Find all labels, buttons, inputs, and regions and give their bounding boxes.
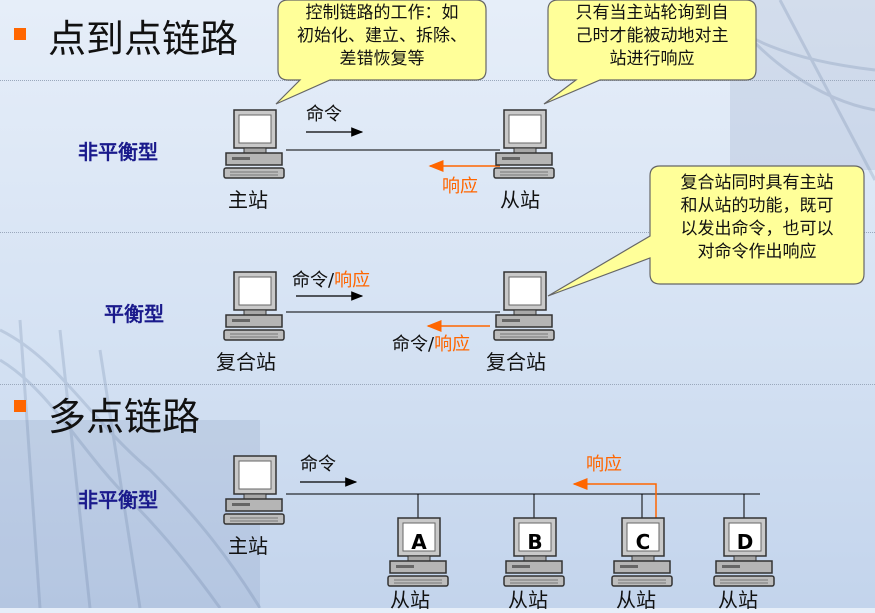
bullet-square	[14, 28, 26, 40]
arrow-label-command-response: 命令/响应	[292, 270, 371, 291]
arrow-response	[572, 478, 657, 520]
callout-text-secondary-note: 只有当主站轮询到自 己时才能被动地对主 站进行响应	[575, 3, 729, 69]
arrow-label-response: 响应	[586, 454, 622, 475]
arrow-label-response: 响应	[442, 176, 478, 197]
type-label-balanced: 平衡型	[104, 302, 164, 326]
station-letter-d: D	[736, 530, 754, 554]
callout-bubble	[275, 0, 487, 105]
station-label-combined: 复合站	[216, 350, 276, 374]
section-heading-p2p: 点到点链路	[48, 17, 239, 61]
station-letter-c: C	[635, 530, 651, 554]
dotted-guide	[0, 384, 875, 385]
station-label-primary: 主站	[228, 188, 268, 212]
callout-bubble	[547, 165, 865, 297]
arrow-label-command: 命令	[306, 104, 342, 125]
callout-text-combined-note: 复合站同时具有主站 和从站的功能，既可 以发出命令，也可以 对命令作出响应	[680, 173, 834, 262]
type-label-unbalanced: 非平衡型	[78, 140, 158, 164]
callout-text-link-control: 控制链路的工作：如 初始化、建立、拆除、 差错恢复等	[297, 3, 467, 69]
bullet-square	[14, 400, 26, 412]
type-label-unbalanced-multi: 非平衡型	[78, 488, 158, 512]
station-letter-b: B	[527, 530, 543, 554]
station-label-secondary: 从站	[500, 188, 540, 212]
arrow-label-command-response: 命令/响应	[392, 334, 471, 355]
station-label-primary: 主站	[228, 534, 268, 558]
arrow-label-command: 命令	[300, 454, 336, 475]
section-heading-multipoint: 多点链路	[48, 395, 201, 439]
station-label-combined: 复合站	[486, 350, 546, 374]
dotted-guide	[0, 232, 875, 233]
station-letter-a: A	[411, 530, 427, 554]
callout-bubble	[543, 0, 757, 105]
